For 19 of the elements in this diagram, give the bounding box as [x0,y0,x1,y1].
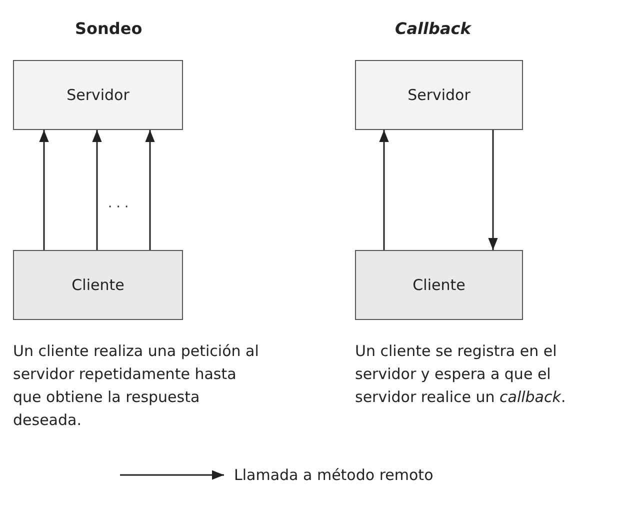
process-box [13,60,183,130]
arrow [488,130,498,250]
description-text: Un cliente se registra en el servidor y espera a que el servidor realice un callback. [355,341,567,408]
description-text: Un cliente realiza una petición al servidor repetidamente hasta que obtiene la respuesta deseada. [13,341,260,431]
node-label: Servidor [408,86,470,104]
panel-heading: Callback [395,18,472,40]
panel-heading: Sondeo [75,18,144,40]
arrow [379,130,389,250]
ellipsis: · · · [108,199,130,217]
process-box [13,250,183,320]
arrow [92,130,102,250]
node-label: Cliente [412,276,466,294]
legend-label: Llamada a método remoto [234,466,434,484]
process-box [355,250,523,320]
arrow [39,130,49,250]
process-box [355,60,523,130]
arrow [145,130,155,250]
node-label: Servidor [66,86,130,104]
node-label: Cliente [72,276,124,294]
